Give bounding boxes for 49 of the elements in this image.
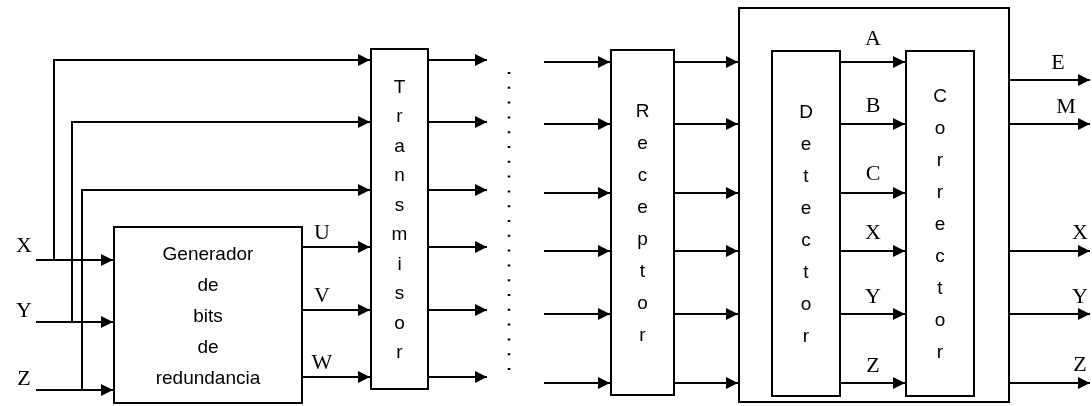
process-box	[771, 50, 841, 397]
vertical-label: Detector	[798, 99, 814, 348]
arrow	[543, 118, 611, 130]
signal-label: X	[16, 234, 32, 256]
block-label: Generador de bits de redundancia	[155, 241, 261, 390]
vertical-label: Transmisor	[390, 74, 409, 364]
arrow	[674, 245, 739, 257]
arrow	[840, 118, 906, 130]
arrow	[428, 116, 488, 128]
arrow	[1009, 245, 1091, 257]
arrow	[840, 56, 906, 68]
arrow	[428, 184, 488, 196]
enclosing-box	[738, 7, 1010, 403]
arrow	[840, 377, 906, 389]
arrow	[674, 118, 739, 130]
arrow	[428, 371, 488, 383]
arrow	[302, 371, 371, 383]
arrow	[674, 377, 739, 389]
vertical-label: Receptor	[634, 98, 651, 347]
arrow	[674, 56, 739, 68]
arrow	[543, 308, 611, 320]
arrow	[840, 245, 906, 257]
signal-label: Y	[16, 299, 32, 321]
process-box	[113, 226, 303, 404]
arrow	[1009, 308, 1091, 320]
vertical-label: Corrector	[932, 83, 948, 364]
arrow	[1009, 74, 1091, 86]
arrow	[35, 184, 371, 391]
arrow	[35, 116, 371, 323]
arrow	[543, 187, 611, 199]
arrow	[35, 54, 371, 261]
process-box	[905, 50, 975, 397]
arrow	[543, 377, 611, 389]
arrow	[840, 187, 906, 199]
arrow	[840, 308, 906, 320]
arrow	[1009, 377, 1091, 389]
arrow	[543, 245, 611, 257]
arrow	[428, 241, 488, 253]
process-box	[610, 49, 675, 396]
arrow	[302, 304, 371, 316]
arrow	[674, 187, 739, 199]
arrow	[674, 308, 739, 320]
arrow	[428, 304, 488, 316]
arrow	[302, 241, 371, 253]
arrow	[543, 56, 611, 68]
process-box	[370, 48, 429, 390]
arrow	[428, 54, 488, 66]
signal-label: Z	[17, 367, 31, 389]
arrow	[1009, 118, 1091, 130]
